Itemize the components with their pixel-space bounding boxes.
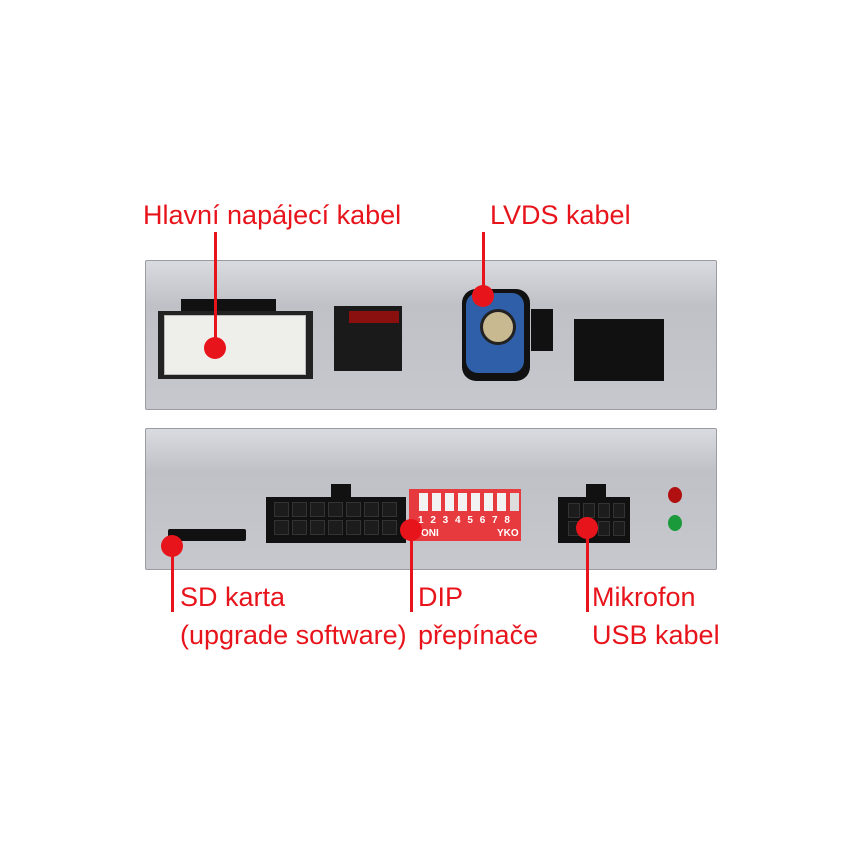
dip-numbers: 1 2 3 4 5 6 7 8 [418,515,512,526]
dip-switch-7[interactable] [497,493,506,511]
main-connector-20pin [266,497,406,543]
dip-off-label: YKO [497,528,519,539]
connector-housing [181,299,276,313]
dip-switch-1[interactable] [419,493,428,511]
dip-on-label: ONI [421,528,439,539]
connector-port [334,306,402,371]
lvds-connector [462,289,530,381]
leader-line [410,530,413,612]
label-microphone: Mikrofon [592,582,696,612]
marker-dot [204,337,226,359]
leader-line [586,528,589,612]
label-usb-cable: USB kabel [592,620,720,650]
dip-switch-8[interactable] [510,493,519,511]
dip-switch-6[interactable] [484,493,493,511]
marker-dot [472,285,494,307]
leader-line [171,546,174,612]
main-power-connector [158,311,313,379]
dip-switch-block: 1 2 3 4 5 6 7 8 ONI YKO [409,489,521,541]
connector-latch [331,484,351,499]
dip-switch-2[interactable] [432,493,441,511]
label-sd-card: SD karta [180,582,286,612]
red-led [668,487,682,503]
label-dip-switches: přepínače [418,620,539,650]
leader-line [482,232,485,296]
label-dip: DIP [418,582,464,612]
dip-switch-3[interactable] [445,493,454,511]
device-front-panel-bottom: 1 2 3 4 5 6 7 8 ONI YKO [145,428,717,570]
label-sd-card-note: (upgrade software) [180,620,407,650]
dip-switch-4[interactable] [458,493,467,511]
dip-switch-5[interactable] [471,493,480,511]
sd-card-slot [168,529,246,541]
label-lvds-cable: LVDS kabel [490,200,631,230]
leader-line [214,232,217,348]
label-main-power-cable: Hlavní napájecí kabel [143,200,402,230]
connector-latch [586,484,606,498]
device-front-panel-top [145,260,717,410]
green-led [668,515,682,531]
connector-port [574,319,664,381]
connector-housing [531,309,553,351]
